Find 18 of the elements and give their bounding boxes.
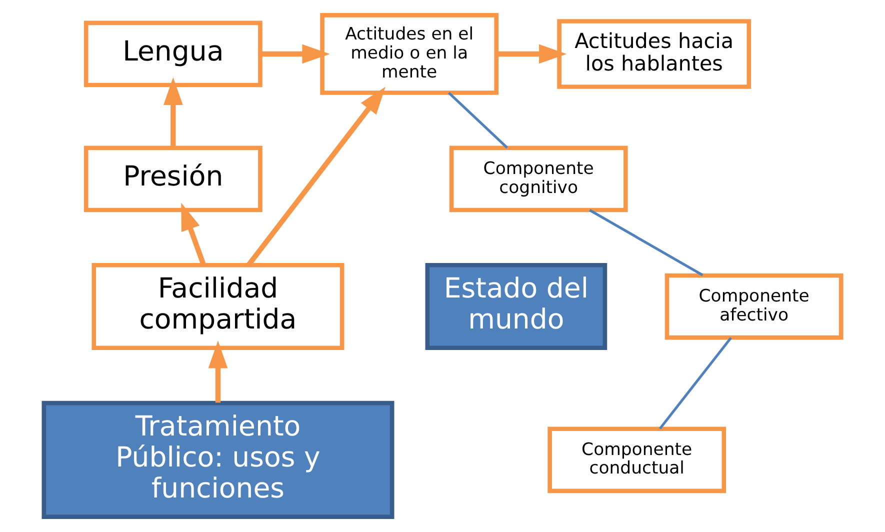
node-box: Componente cognitivo: [449, 146, 628, 212]
node-box: Actitudes en el medio o en la mente: [320, 13, 499, 95]
node-box: Componente conductual: [548, 426, 726, 494]
node-box: Tratamiento Público: usos y funciones: [42, 400, 394, 519]
node-box: Estado del mundo: [425, 262, 608, 350]
arrow: [164, 77, 183, 148]
connector: [658, 337, 732, 430]
arrow: [260, 44, 330, 64]
node-box: Lengua: [84, 20, 262, 88]
node-box: Componente afectivo: [664, 273, 844, 340]
node-box: Facilidad compartida: [92, 262, 344, 350]
node-box: Actitudes hacia los hablantes: [557, 19, 752, 89]
node-box: Presión: [84, 146, 262, 212]
connector: [448, 92, 508, 149]
arrow: [181, 202, 206, 266]
connector: [589, 208, 704, 276]
arrow: [208, 340, 228, 403]
arrow: [496, 44, 567, 64]
